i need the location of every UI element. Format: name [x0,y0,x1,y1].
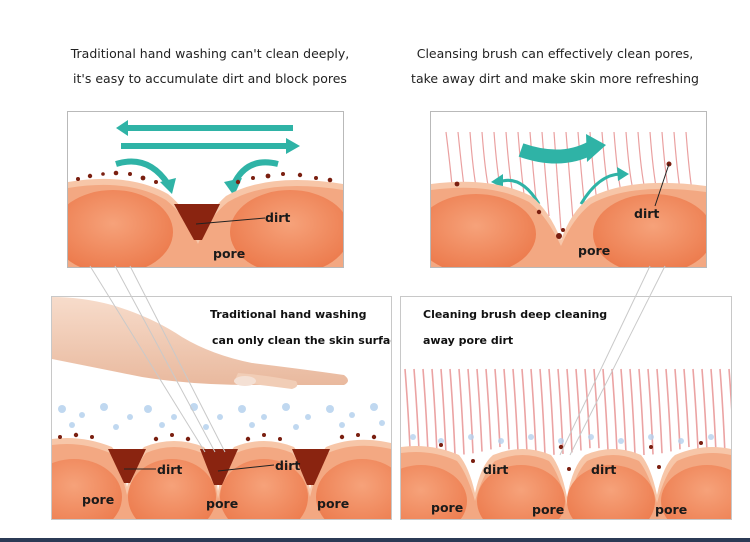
bristle [701,368,708,452]
closeup-cleansing-brush: dirt pore [430,111,707,268]
label-dirt: dirt [634,206,660,221]
bottom-right-title-line2: away pore dirt [423,334,514,347]
bristle [422,368,429,453]
closeup-traditional-washing: dirt pore [67,111,344,268]
label-pore: pore [431,500,464,515]
brush-cleaning-illustration [401,368,731,519]
label-pore: pore [317,496,350,511]
label-pore: pore [206,496,239,511]
bottom-left-title-line1: Traditional hand washing [210,308,367,321]
bristle [575,368,582,451]
bristle [656,368,663,454]
bristle [440,368,447,455]
bristle [683,368,690,448]
traditional-washing-illustration [68,120,343,267]
bristle [710,368,717,454]
bristle [611,368,618,453]
bottom-right-title-line1: Cleaning brush deep cleaning [423,308,608,321]
bristle [431,368,438,454]
pore-dirt [108,449,330,485]
label-dirt: dirt [591,462,617,477]
bristle [602,368,609,451]
label-dirt: dirt [275,458,301,473]
caption-right-line2: take away dirt and make skin more refres… [411,71,699,86]
curved-arrow-right-icon [579,172,622,205]
big-arrow-icon [518,141,595,164]
bottom-left-title-line2: can only clean the skin surface [212,334,392,347]
label-pore: pore [532,502,565,517]
caption-cleansing-brush: Cleansing brush can effectively clean po… [385,41,725,91]
bristle [449,368,456,456]
bristle [593,368,600,449]
bristle [638,368,645,456]
bristle [521,368,528,454]
label-dirt: dirt [483,462,509,477]
label-pore: pore [82,492,115,507]
bristle [566,368,573,453]
bristle [467,368,474,454]
bristle [485,368,492,450]
bottom-border-bar [0,538,750,542]
bristle [503,368,510,450]
bristle [458,368,465,455]
caption-left-line2: it's easy to accumulate dirt and block p… [73,71,347,86]
hand-washing-scene: Traditional hand washing can only clean … [51,296,392,520]
label-pore: pore [213,246,246,261]
bristle [413,368,420,451]
bristle [530,368,537,455]
back-forth-arrows-icon [116,120,300,154]
bristle [476,368,483,452]
hand-washing-illustration [52,297,391,519]
bristle [494,368,501,448]
brush-cleaning-scene: Cleaning brush deep cleaning away pore d… [400,296,732,520]
bristle [647,368,654,455]
foam-bubbles [58,403,385,430]
bristle [539,368,546,456]
label-pore: pore [578,243,611,258]
bristle [692,368,699,450]
bristle [728,368,731,411]
bristle [674,368,681,450]
label-dirt: dirt [265,210,291,225]
caption-right-line1: Cleansing brush can effectively clean po… [416,46,694,61]
bristle [719,368,726,455]
bristle [548,368,555,455]
curved-arrow-left-icon [115,158,171,186]
label-pore: pore [655,502,688,517]
caption-traditional-washing: Traditional hand washing can't clean dee… [40,41,380,91]
bristle [512,368,519,452]
cleansing-brush-illustration [431,131,706,267]
label-dirt: dirt [157,462,183,477]
pore-dirt [174,204,220,240]
bristle [665,368,672,452]
bristle [404,368,411,449]
bristle [629,368,636,455]
caption-left-line1: Traditional hand washing can't clean dee… [70,46,350,61]
